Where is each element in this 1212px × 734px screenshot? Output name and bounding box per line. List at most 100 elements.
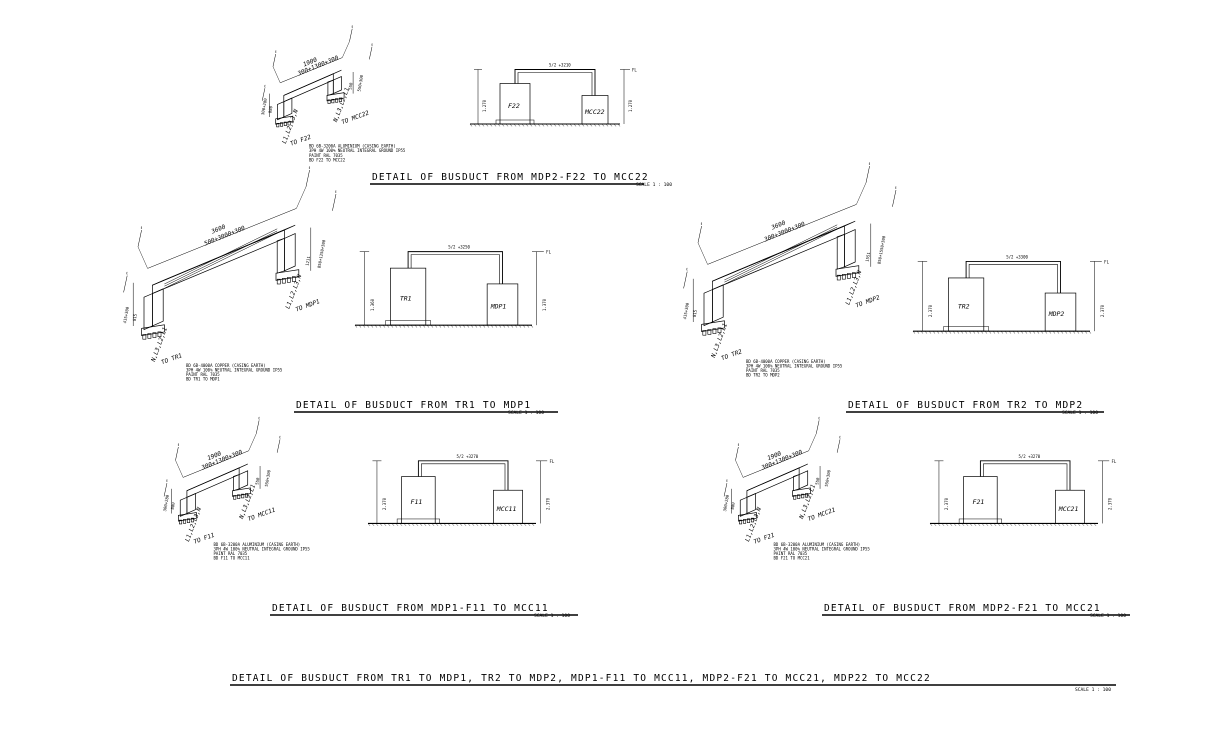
- grid-marker: ℓ: [351, 24, 353, 29]
- spec-note: 3PH 4W 100% NEUTRAL INTEGRAL GROUND IP55: [309, 148, 406, 153]
- grid-marker: ℓ: [686, 266, 688, 271]
- elev-right-label: MCC11: [496, 505, 517, 513]
- elev-top-label: 5/2 +3300: [1006, 254, 1028, 259]
- spec-notes-f21: BD 6B-3200A ALUMINIUM (CASING EARTH)3PH …: [774, 542, 871, 561]
- grid-marker: ℓ: [275, 49, 277, 54]
- grid-marker: ℓ: [308, 165, 310, 170]
- iso-right-dim: 550: [347, 82, 353, 91]
- elev-left-dim: 1.360: [370, 298, 375, 311]
- main-title: DETAIL OF BUSDUCT FROM TR1 TO MDP1, TR2 …: [232, 673, 931, 684]
- detail-scale: SCALE 1 : 100: [1090, 613, 1126, 619]
- elev-top-label: 5/2 +3270: [1018, 454, 1040, 459]
- grid-marker: ℓ: [371, 42, 373, 47]
- iso-from-to: TO TR1: [160, 352, 183, 366]
- detail-title: DETAIL OF BUSDUCT FROM TR2 TO MDP2: [848, 400, 1083, 411]
- detail-scale: SCALE 1 : 100: [534, 613, 570, 619]
- detail-title: DETAIL OF BUSDUCT FROM MDP2-F21 TO MCC21: [824, 603, 1101, 614]
- iso-right-dim: 1211: [304, 255, 311, 266]
- grid-marker: ℓ: [895, 185, 897, 190]
- elev-right-dim: 1.370: [542, 298, 547, 311]
- elev-busduct: [979, 460, 1071, 491]
- iso-right-sub: 550+300: [356, 74, 364, 92]
- elev-right-dim: 2.370: [1107, 497, 1112, 510]
- spec-note: BD F11 TO MCC11: [214, 556, 251, 561]
- iso-left-sub: 300+280: [162, 494, 170, 512]
- iso-left-sub: 300+280: [260, 97, 268, 115]
- elev-right-label: MCC21: [1058, 505, 1079, 513]
- spec-note: PAINT RAL 7035: [309, 153, 343, 158]
- iso-to-to: TO MDP1: [295, 298, 321, 313]
- grid-marker: ℓ: [335, 189, 337, 194]
- iso-left-sub: 415+300: [682, 302, 690, 320]
- detail-title: DETAIL OF BUSDUCT FROM MDP1-F11 TO MCC11: [272, 603, 549, 614]
- main-title-block: DETAIL OF BUSDUCT FROM TR1 TO MDP1, TR2 …: [230, 673, 1116, 693]
- detail-scale: SCALE 1 : 100: [636, 182, 672, 188]
- grid-marker: ℓ: [818, 415, 820, 420]
- iso-left-sub: 415+300: [122, 306, 130, 324]
- elev-right-dim: 2.370: [545, 497, 550, 510]
- iso-left-dim: 880: [267, 105, 273, 114]
- elev-busduct: [965, 260, 1061, 294]
- elev-left-dim: 2.370: [928, 304, 933, 317]
- spec-note: 3PH 4W 100% NEUTRAL INTEGRAL GROUND IP55: [186, 367, 283, 372]
- iso-left-sub: 300+280: [722, 494, 730, 512]
- spec-note: 3PH 4W 100% NEUTRAL INTEGRAL GROUND IP55: [214, 546, 311, 551]
- elev-left-label: F11: [411, 498, 423, 506]
- iso-to-to: TO MCC21: [807, 507, 837, 523]
- elev-left-label: F22: [508, 102, 520, 110]
- spec-notes-tr1: BD 6B-4000A COPPER (CASING EARTH)3PH 4W …: [186, 363, 283, 382]
- elev-busduct: [514, 69, 596, 96]
- spec-notes-tr2: BD 6B-4000A COPPER (CASING EARTH)3PH 4W …: [746, 359, 843, 378]
- grid-marker: ℓ: [166, 478, 168, 483]
- grid-marker: ℓ: [868, 161, 870, 166]
- detail-title: DETAIL OF BUSDUCT FROM MDP2-F22 TO MCC22: [372, 172, 649, 183]
- elev-left-dim: 2.370: [382, 497, 387, 510]
- grid-marker: ℓ: [839, 434, 841, 439]
- grid-marker: ℓ: [140, 225, 142, 230]
- elev-fl-mark: FL: [549, 459, 554, 464]
- elev-right-label: MDP2: [1048, 310, 1065, 318]
- spec-note: PAINT RAL 7035: [214, 551, 248, 556]
- grid-marker: ℓ: [126, 270, 128, 275]
- elev-right-label: MCC22: [584, 108, 605, 116]
- elev-top-label: 5/2 +3250: [448, 245, 470, 250]
- elev-right-dim: 1.270: [628, 99, 633, 112]
- elev-fl-mark: FL: [632, 68, 637, 73]
- elev-fl-mark: FL: [1111, 459, 1116, 464]
- grid-marker: ℓ: [737, 442, 739, 447]
- iso-right-dim: 550: [814, 477, 820, 486]
- spec-note: BD TR2 TO MDP2: [746, 373, 780, 378]
- spec-notes-f22: BD 6B-3200A ALUMINIUM (CASING EARTH)3PH …: [309, 144, 406, 163]
- iso-left-dim: 880: [730, 501, 736, 510]
- iso-to-to: TO MCC11: [247, 507, 277, 523]
- iso-to-to: TO MCC22: [341, 109, 371, 126]
- spec-note: BD 6B-3200A ALUMINIUM (CASING EARTH): [774, 542, 861, 547]
- iso-left-dim: 815: [692, 309, 698, 318]
- spec-note: BD 6B-3200A ALUMINIUM (CASING EARTH): [309, 144, 396, 149]
- elev-left-label: TR2: [958, 303, 970, 311]
- spec-notes-f11: BD 6B-3200A ALUMINIUM (CASING EARTH)3PH …: [214, 542, 311, 561]
- iso-left-dim: 815: [132, 313, 138, 322]
- spec-note: PAINT RAL 7035: [186, 372, 220, 377]
- elev-left-label: F21: [973, 498, 985, 506]
- grid-marker: ℓ: [700, 221, 702, 226]
- spec-note: BD 6B-3200A ALUMINIUM (CASING EARTH): [214, 542, 301, 547]
- main-scale: SCALE 1 : 100: [1075, 687, 1111, 693]
- iso-right-sub: 550+300: [264, 469, 272, 487]
- spec-note: 3PH 4W 100% NEUTRAL INTEGRAL GROUND IP55: [746, 363, 843, 368]
- elev-busduct: [407, 251, 503, 284]
- iso-right-sub: 850+1550+300: [876, 235, 886, 265]
- elev-top-label: 5/2 +3210: [549, 63, 571, 68]
